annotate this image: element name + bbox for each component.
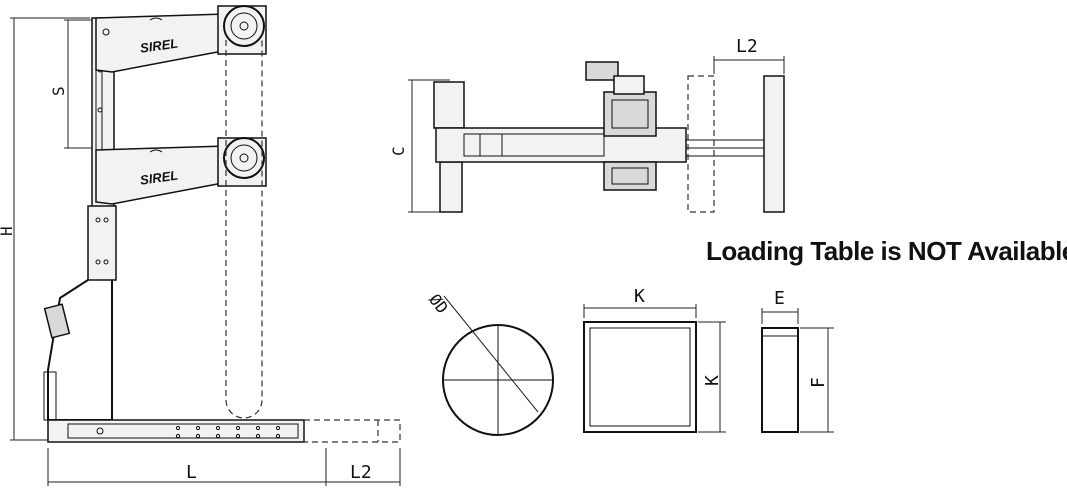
top-view: C L2 xyxy=(389,36,785,213)
lower-arm xyxy=(95,145,229,205)
dimension-s-label: S xyxy=(49,86,68,96)
brand-logo-lower: SIREL xyxy=(139,168,179,188)
top-table xyxy=(763,75,785,213)
dimension-h-label: H xyxy=(0,226,16,236)
dimension-l2-top-label: L2 xyxy=(736,36,758,57)
brand-logo-upper: SIREL xyxy=(139,36,179,56)
dimension-l2-bottom-label: L2 xyxy=(350,462,372,483)
top-head xyxy=(603,91,657,137)
dimension-k-side-label: K xyxy=(702,375,723,386)
workpiece-round: ØD xyxy=(425,290,554,436)
base-beam-holes xyxy=(175,425,281,439)
top-dashed-frame xyxy=(687,75,715,213)
travel-path xyxy=(225,40,263,419)
top-motor xyxy=(585,61,619,81)
dimension-e-label: E xyxy=(774,288,785,309)
side-view: H S xyxy=(0,5,401,486)
dimension-l-label: L xyxy=(186,462,197,483)
column-lower xyxy=(87,205,117,281)
top-base xyxy=(439,161,463,213)
top-head-lower xyxy=(603,161,657,191)
workpiece-square: K K xyxy=(583,286,726,433)
dimension-d-label: ØD xyxy=(425,290,452,317)
top-column xyxy=(433,81,465,129)
upper-wheel xyxy=(223,5,265,47)
upper-arm xyxy=(95,13,229,73)
lower-wheel xyxy=(223,137,265,179)
base-beam xyxy=(47,419,305,443)
control-box xyxy=(43,303,71,339)
dimension-k-top-label: K xyxy=(634,286,645,307)
dimension-f-label: F xyxy=(808,377,829,388)
loading-table-note: Loading Table is NOT Available xyxy=(706,236,1067,266)
workpiece-rectangle: E F xyxy=(761,288,834,433)
dimension-c-label: C xyxy=(389,146,408,156)
